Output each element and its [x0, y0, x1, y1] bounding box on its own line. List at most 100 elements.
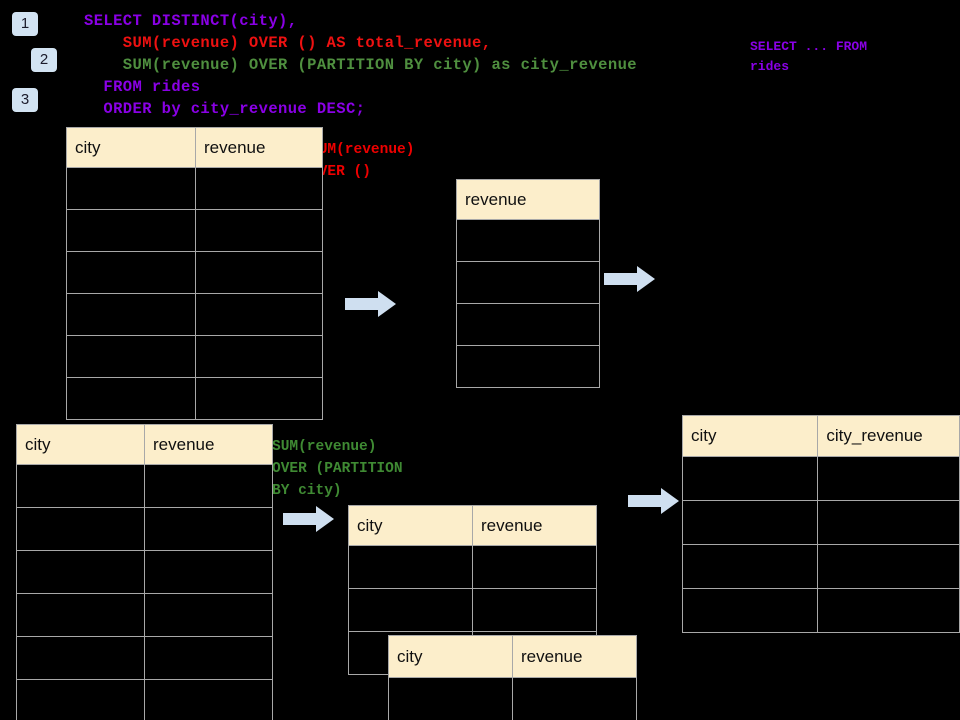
table-cell — [512, 677, 637, 720]
sql-line-total-revenue: SUM(revenue) OVER () AS total_revenue, — [84, 34, 492, 52]
table-row — [456, 219, 600, 262]
table-row — [16, 679, 273, 720]
table-row — [681, 456, 960, 501]
table-cell — [66, 335, 196, 378]
arrow-partition-to-result — [628, 487, 680, 515]
column-header-revenue: revenue — [512, 635, 637, 678]
table-row — [66, 335, 323, 378]
column-header-revenue: revenue — [472, 505, 597, 546]
sql-line-order-by: ORDER by city_revenue DESC; — [84, 100, 366, 118]
step-badge-2: 2 — [31, 48, 57, 72]
table-cell — [817, 500, 960, 545]
table-row — [16, 507, 273, 551]
table-row — [66, 209, 323, 252]
table-cell — [16, 636, 145, 680]
table-cell — [144, 550, 273, 594]
table-cell — [195, 209, 323, 252]
column-header-revenue: revenue — [456, 179, 600, 220]
table-row — [456, 345, 600, 388]
step-badge-1: 1 — [12, 12, 38, 36]
table-row — [66, 293, 323, 336]
table-row — [456, 303, 600, 346]
table-row — [348, 545, 597, 589]
table-cell — [16, 507, 145, 551]
table-cell — [195, 251, 323, 294]
table-row — [66, 167, 323, 210]
sql-line-city-revenue: SUM(revenue) OVER (PARTITION BY city) as… — [84, 56, 637, 74]
column-header-city_revenue: city_revenue — [817, 415, 960, 457]
table-row — [66, 377, 323, 420]
column-header-city: city — [16, 424, 145, 465]
table-row — [681, 588, 960, 633]
table-row — [681, 500, 960, 545]
arrow-rides-to-total — [345, 290, 397, 318]
table-cell — [817, 456, 960, 501]
arrow-rides-to-partition — [283, 505, 335, 533]
table-cell — [144, 679, 273, 720]
table-cell — [16, 679, 145, 720]
table-cell — [66, 167, 196, 210]
annotation-total-revenue: SUM(revenue) OVER () — [310, 142, 415, 180]
table-cell — [456, 261, 600, 304]
column-header-revenue: revenue — [195, 127, 323, 168]
side-note-select-from-rides: SELECT ... FROM rides — [750, 39, 868, 74]
table-row — [16, 636, 273, 680]
table-cell — [681, 588, 819, 633]
sql-line-select: SELECT DISTINCT(city), — [84, 12, 298, 30]
table-cell — [456, 345, 600, 388]
table-cell — [66, 209, 196, 252]
column-header-city: city — [348, 505, 473, 546]
table-cell — [472, 588, 597, 632]
column-header-revenue: revenue — [144, 424, 273, 465]
table-cell — [348, 588, 473, 632]
table-row — [16, 464, 273, 508]
arrow-total-to-result — [604, 265, 656, 293]
column-header-city: city — [681, 415, 819, 457]
table-cell — [144, 636, 273, 680]
annotation-city-revenue: SUM(revenue) OVER (PARTITION BY city) — [272, 439, 403, 499]
table-cell — [16, 550, 145, 594]
table-cell — [144, 507, 273, 551]
table-cell — [195, 167, 323, 210]
column-header-city: city — [66, 127, 196, 168]
table-cell — [681, 500, 819, 545]
table-cell — [66, 377, 196, 420]
table-cell — [681, 544, 819, 589]
table-cell — [66, 251, 196, 294]
table-row — [16, 593, 273, 637]
table-cell — [388, 677, 513, 720]
table-cell — [817, 544, 960, 589]
step-badge-3: 3 — [12, 88, 38, 112]
total-revenue-table: revenue — [456, 179, 600, 388]
table-cell — [66, 293, 196, 336]
table-cell — [195, 377, 323, 420]
table-cell — [195, 335, 323, 378]
table-row — [348, 588, 597, 632]
table-cell — [472, 545, 597, 589]
table-row — [456, 261, 600, 304]
sql-line-from: FROM rides — [84, 78, 201, 96]
table-row — [681, 544, 960, 589]
table-cell — [456, 303, 600, 346]
table-cell — [456, 219, 600, 262]
table-cell — [144, 593, 273, 637]
table-header-row: revenue — [456, 179, 600, 220]
table-row — [16, 550, 273, 594]
table-cell — [195, 293, 323, 336]
table-cell — [16, 593, 145, 637]
table-cell — [348, 545, 473, 589]
table-cell — [16, 464, 145, 508]
table-cell — [144, 464, 273, 508]
table-cell — [681, 456, 819, 501]
table-cell — [817, 588, 960, 633]
column-header-city: city — [388, 635, 513, 678]
